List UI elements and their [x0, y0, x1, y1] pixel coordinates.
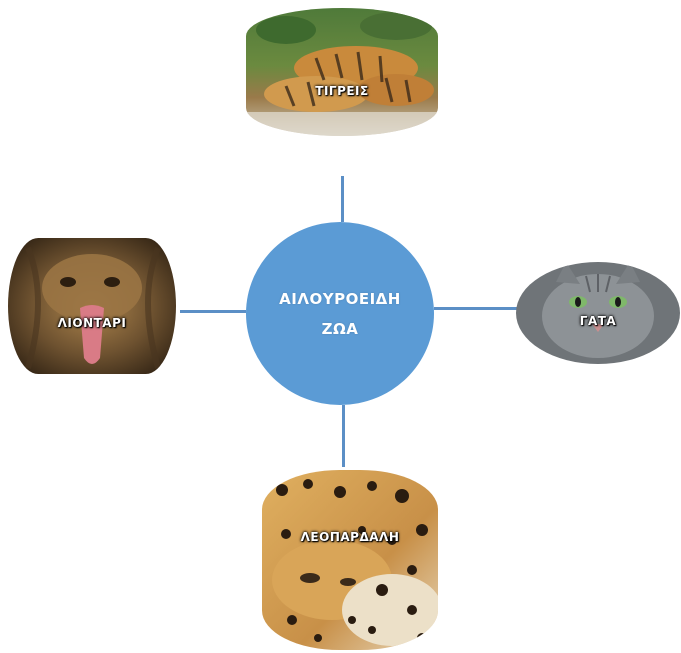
leopard-photo — [262, 470, 438, 650]
node-lion: ΛΙΟΝΤΑΡΙ — [8, 238, 176, 374]
node-cat-label: ΓΑΤΑ — [579, 314, 617, 328]
node-leopard: ΛΕΟΠΑΡΔΑΛΗ — [262, 470, 438, 650]
node-leopard-label: ΛΕΟΠΑΡΔΑΛΗ — [300, 530, 400, 544]
node-cat: ΓΑΤΑ — [516, 262, 680, 364]
center-node: ΑΙΛΟΥΡΟΕΙΔΗ ΖΩΑ — [246, 222, 434, 405]
cat-photo — [516, 262, 680, 364]
connector-left — [180, 310, 246, 313]
lion-photo — [8, 238, 176, 374]
node-tigers: ΤΙΓΡΕΙΣ — [246, 8, 438, 136]
node-tigers-label: ΤΙΓΡΕΙΣ — [315, 84, 369, 98]
connector-right — [434, 307, 518, 310]
connector-top — [341, 176, 344, 222]
connector-bottom — [342, 405, 345, 467]
tigers-photo — [246, 8, 438, 136]
center-label-line2: ΖΩΑ — [321, 319, 359, 338]
node-lion-label: ΛΙΟΝΤΑΡΙ — [57, 316, 127, 330]
center-label-line1: ΑΙΛΟΥΡΟΕΙΔΗ — [279, 289, 401, 308]
